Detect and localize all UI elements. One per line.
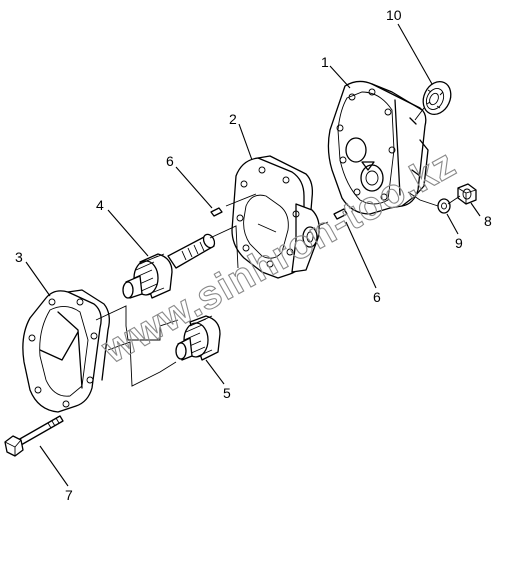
callout-10: 10: [386, 7, 402, 23]
callout-6-left: 6: [166, 153, 174, 169]
callout-5: 5: [223, 385, 231, 401]
assembly-guide-lines: [95, 107, 461, 387]
callouts: 10 1 2 6 4 3 5 7 6 9 8: [15, 7, 492, 503]
leader-lines: [25, 23, 481, 487]
callout-2: 2: [229, 111, 237, 127]
part-1-rear-housing: [327, 80, 429, 215]
part-4-drive-gear-shaft: [122, 233, 216, 299]
callout-6-right: 6: [373, 289, 381, 305]
part-2-gear-housing: [231, 155, 320, 279]
callout-4: 4: [96, 197, 104, 213]
part-8-nut: [457, 183, 477, 205]
part-7-bolt: [4, 415, 64, 457]
part-3-front-cover: [22, 289, 110, 413]
callout-9: 9: [455, 235, 463, 251]
part-9-washer: [437, 198, 451, 214]
part-10-bearing: [422, 80, 452, 116]
part-6-dowel-pin-right: [333, 208, 348, 220]
part-6-dowel-pin-left: [210, 207, 223, 217]
callout-7: 7: [65, 487, 73, 503]
callout-8: 8: [484, 213, 492, 229]
callout-3: 3: [15, 249, 23, 265]
callout-1: 1: [321, 54, 329, 70]
part-5-driven-gear: [175, 315, 221, 361]
